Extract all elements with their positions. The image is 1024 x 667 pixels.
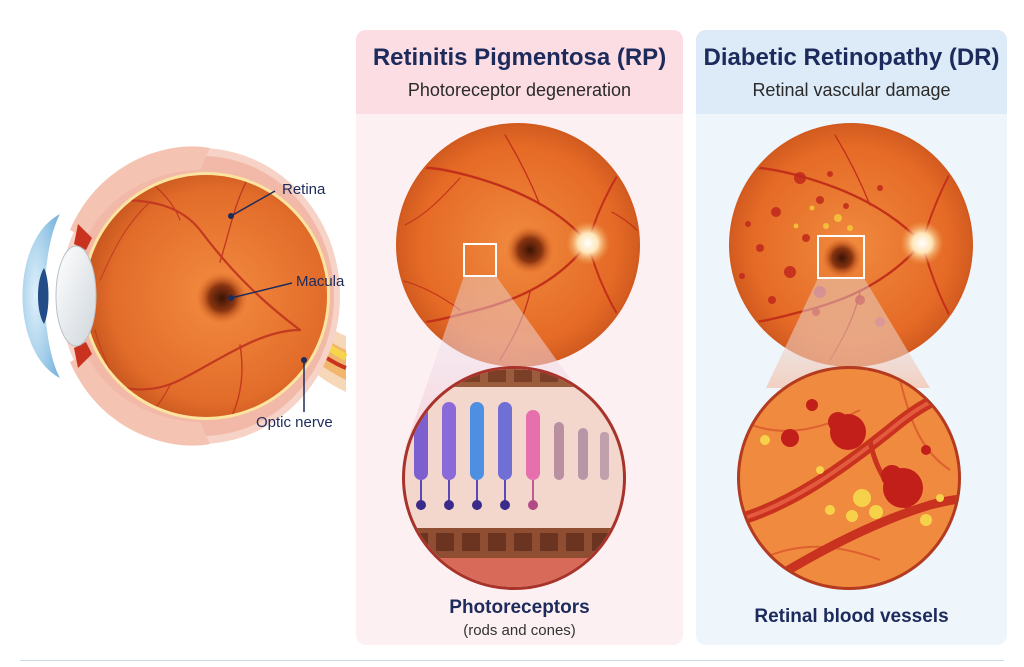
fundus-dr-icon	[729, 123, 973, 367]
optic-nerve-label: Optic nerve	[256, 414, 333, 431]
dr-zoom-cone	[766, 278, 930, 388]
rp-subtitle: Photoreceptor degeneration	[407, 80, 632, 100]
macula-label: Macula	[296, 273, 345, 290]
rp-title: Retinitis Pigmentosa (RP)	[372, 44, 667, 71]
dr-bottom-title: Retinal blood vessels	[754, 606, 949, 627]
rp-header-band	[356, 30, 683, 114]
rp-bottom-title: Photoreceptors	[449, 597, 590, 618]
rp-bottom-subtitle: (rods and cones)	[463, 622, 576, 639]
retina-label: Retina	[282, 181, 326, 198]
bottom-divider	[20, 660, 1004, 661]
dr-subtitle: Retinal vascular damage	[752, 80, 951, 100]
dr-title: Diabetic Retinopathy (DR)	[703, 44, 1000, 71]
photoreceptor-magnifier-icon	[402, 366, 626, 590]
vessel-magnifier-icon	[737, 366, 961, 590]
dr-header-band	[696, 30, 1007, 114]
eye-leader-lines	[230, 190, 305, 412]
eye-cross-section-icon	[22, 146, 348, 446]
